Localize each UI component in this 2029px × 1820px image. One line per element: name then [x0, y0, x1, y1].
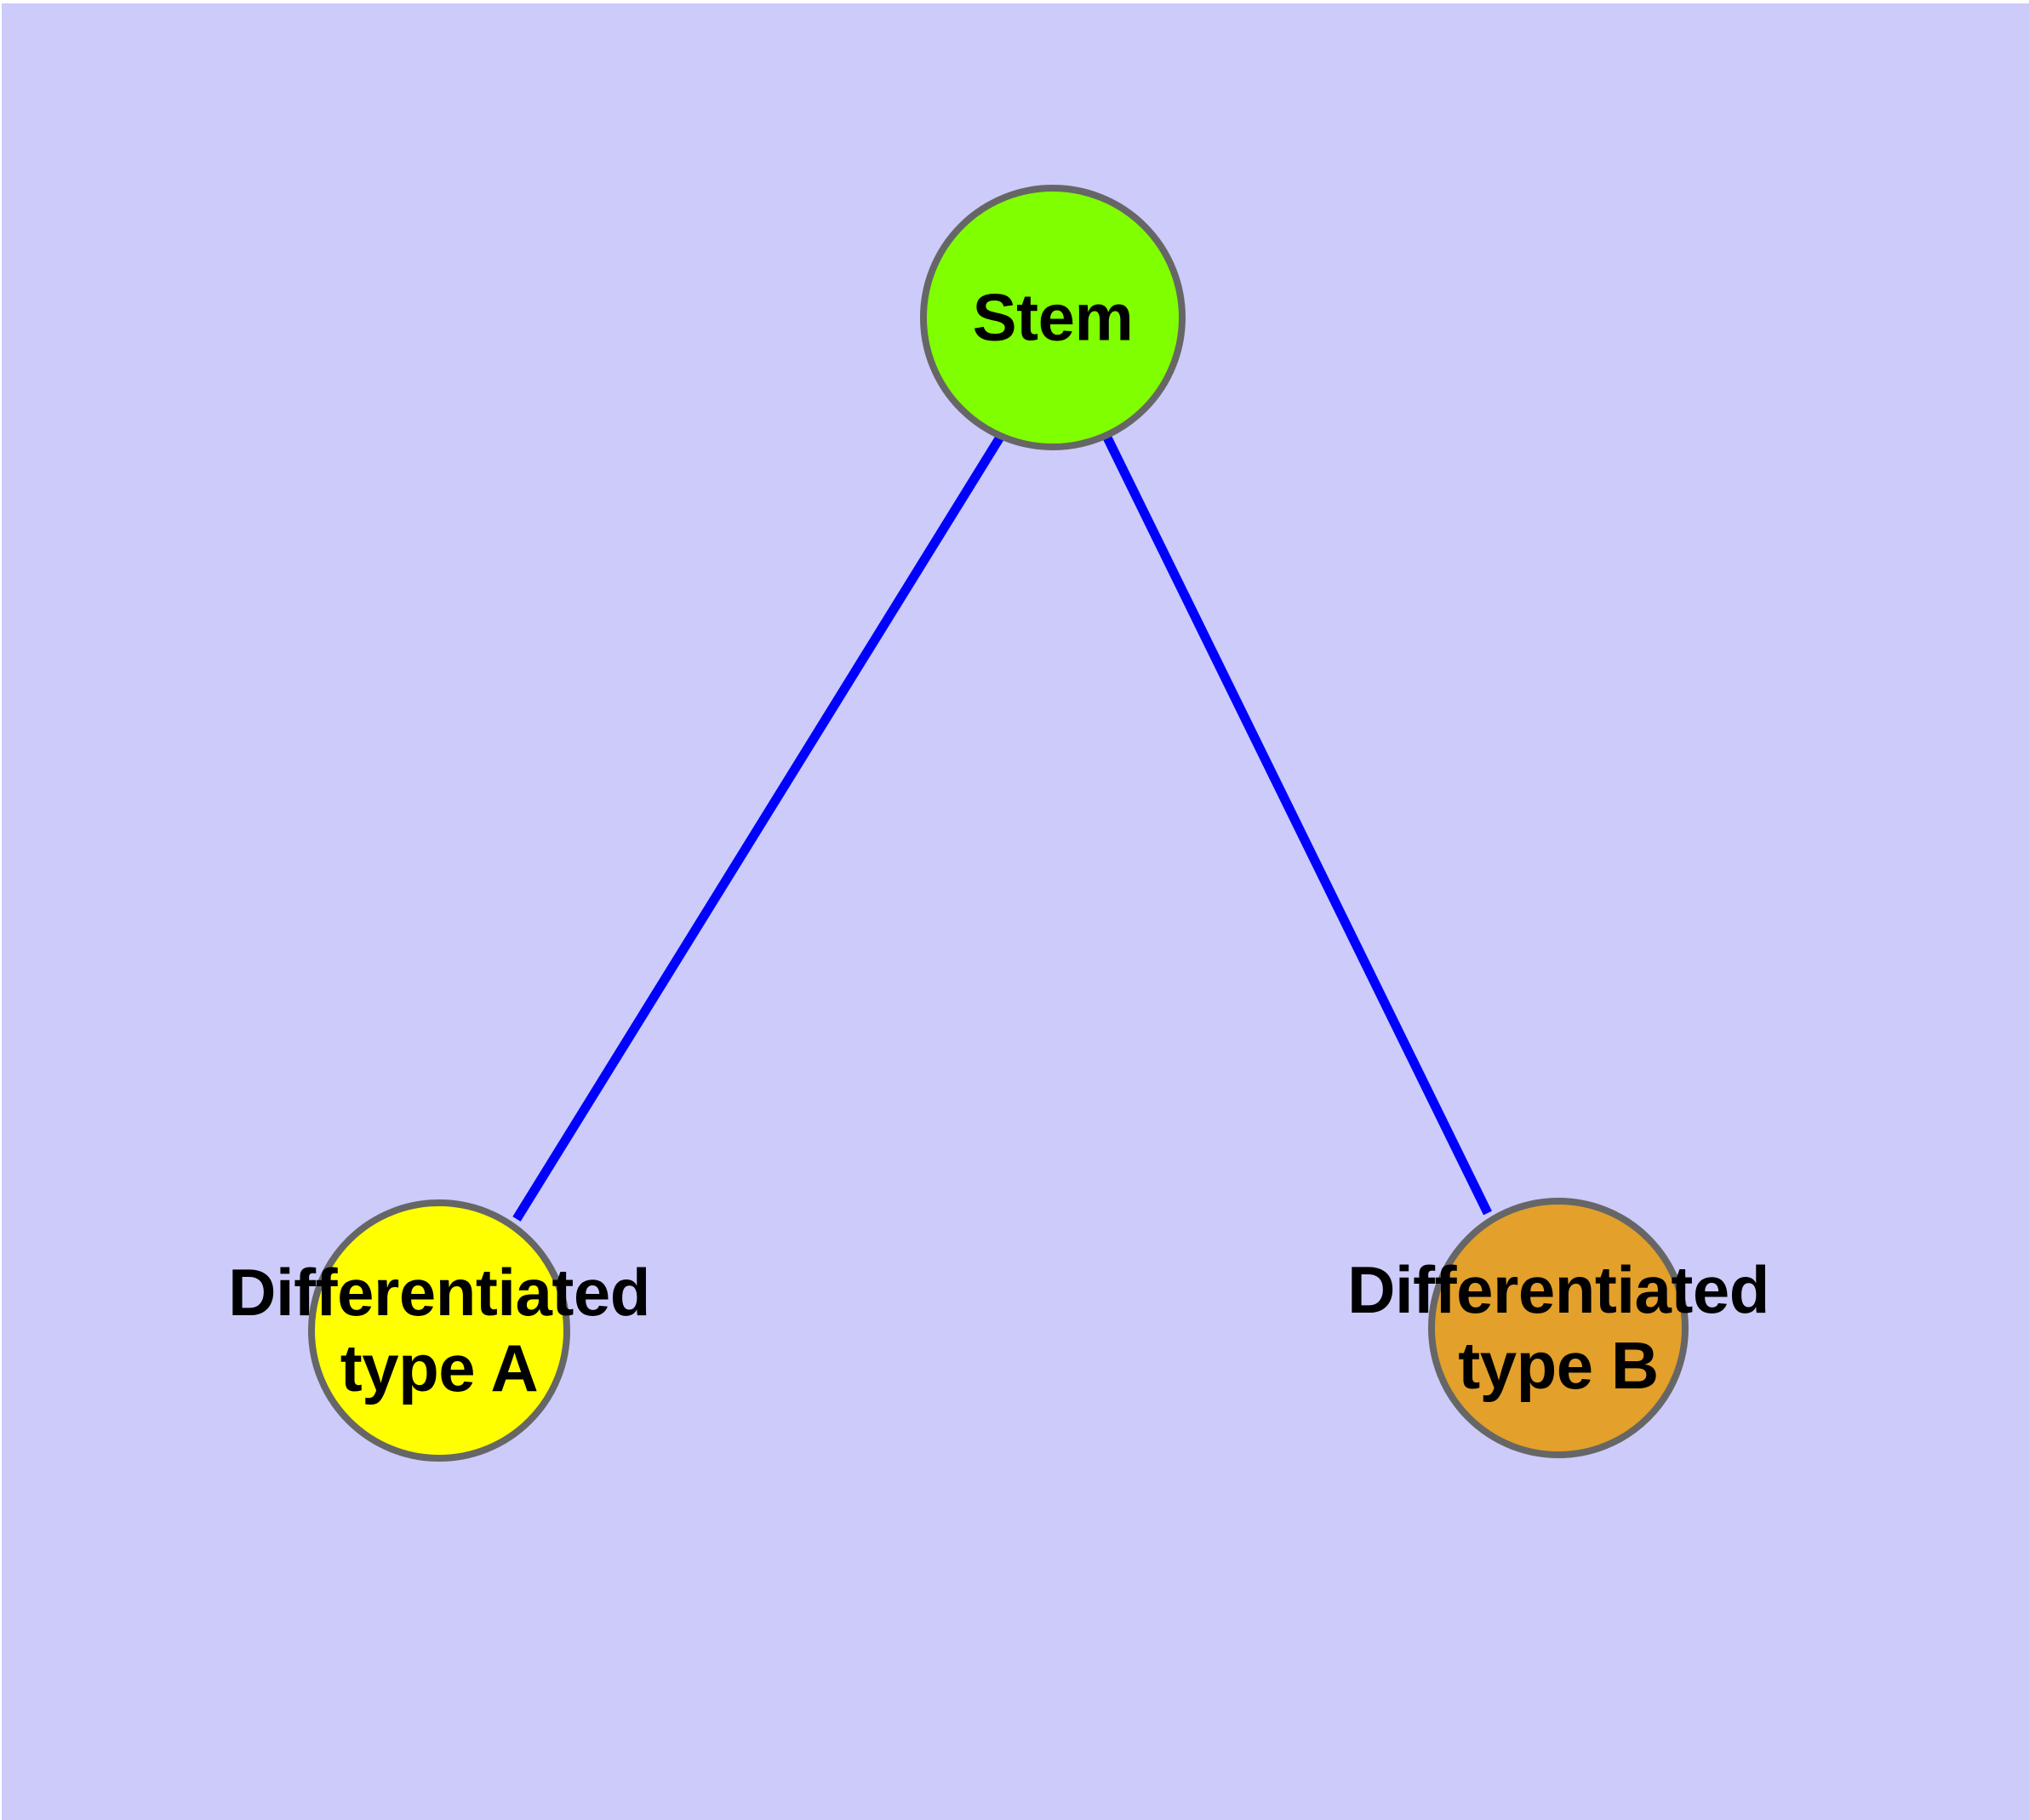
node-diff_b[interactable]: [1428, 1198, 1689, 1458]
edge-stem-diff-a[interactable]: [512, 433, 1005, 1222]
node-diff_a[interactable]: [308, 1199, 570, 1462]
edge-stem-diff-b[interactable]: [1103, 435, 1492, 1216]
node-stem[interactable]: [920, 185, 1186, 450]
nodes-group: [308, 185, 1689, 1462]
edges-group: [512, 433, 1492, 1222]
